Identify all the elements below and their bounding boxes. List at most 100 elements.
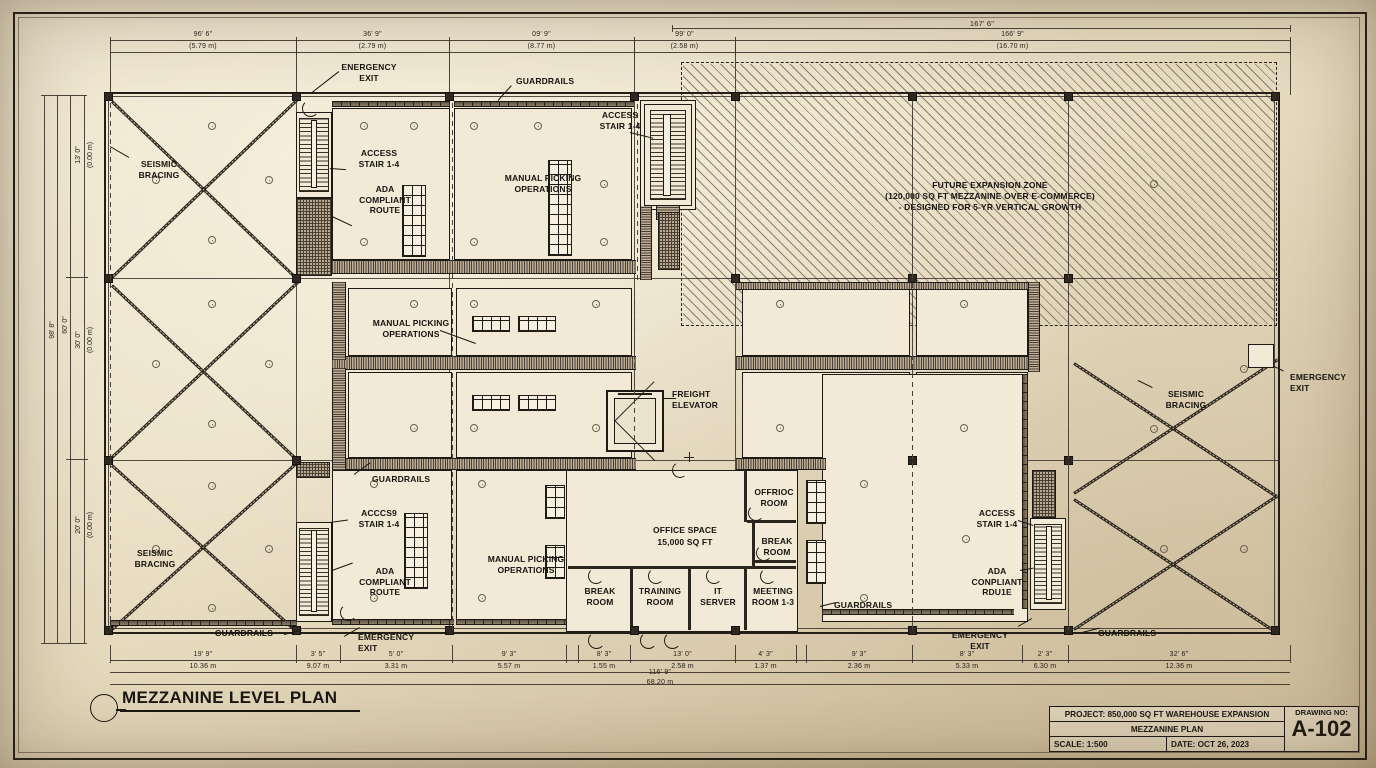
title-block-date-cell: DATE: OCT 26, 2023	[1167, 737, 1284, 751]
dim-bot-10-ft: 2' 3"	[1037, 651, 1053, 658]
dim-bot-11-m: 12.36 m	[1165, 663, 1193, 670]
dim-bot-3-ft: 5' 0"	[388, 651, 404, 658]
label-ada-bottom-left: ADA COMPLIANT ROUTE	[359, 566, 411, 597]
office-partition-v1	[630, 566, 633, 630]
dim-left-3-m: (0.00 m)	[87, 511, 94, 539]
guardrail-bottom-farleft	[110, 620, 296, 626]
label-seismic-bottom-left: SEISMIC BRACING	[134, 548, 176, 569]
office-partition-h	[568, 566, 796, 569]
dim-bot-8-m: 2.36 m	[847, 663, 871, 670]
picking-room-low-left	[348, 372, 452, 458]
door-meeting	[760, 568, 776, 584]
dim-bot-11-ft: 32' 6"	[1169, 651, 1189, 658]
beam-mid-2	[736, 356, 1030, 370]
future-expansion-hatch	[683, 64, 1275, 324]
dim-left-1-ft: 13' 0"	[75, 146, 82, 164]
freight-elevator-car	[614, 398, 656, 444]
dim-top-2-ft: 36' 9"	[363, 31, 382, 38]
dim-bot-5-ft: 8' 3"	[596, 651, 612, 658]
office-partition-v2	[688, 566, 691, 630]
label-guardrails-bottom-right: GUARDRAILS	[1098, 628, 1157, 638]
dim-top-5-ft: 166' 9"	[1001, 31, 1024, 38]
door-break-1	[588, 568, 604, 584]
label-manual-picking-bottom: MANUAL PICKING OPERATIONS	[487, 554, 565, 575]
freight-elevator-label: FREIGHT ELEVATOR	[672, 389, 719, 410]
centerline-v4	[912, 100, 913, 630]
dim-bot-1-ft: 19' 9"	[193, 651, 213, 658]
beam-upper-left	[296, 260, 636, 274]
dim-bot-2-ft: 3' 5"	[310, 651, 326, 658]
room-it-server: IT SERVER	[700, 586, 736, 607]
guardrail-bottom-mid	[456, 619, 566, 625]
ada-route-bottom-left	[296, 462, 330, 478]
picking-room-mid-right	[742, 288, 910, 356]
dim-top-4-m: (2.58 m)	[670, 43, 699, 50]
title-block-drawing-no: A-102	[1291, 716, 1352, 741]
centerline-v2	[637, 100, 638, 280]
beam-mid-1	[332, 356, 636, 370]
door-ext-2	[640, 632, 657, 649]
label-guardrails-mid: GUARDRAILS	[372, 474, 431, 484]
room-office-room: OFFRIOC ROOM	[754, 487, 794, 508]
door-stair-tl	[302, 100, 319, 117]
stair-bl-stringer	[311, 530, 317, 612]
dim-bot-5-m: 1.55 m	[592, 663, 616, 670]
rack-mid-3	[472, 395, 510, 411]
dim-bot-2-m: 9.07 m	[306, 663, 330, 670]
label-emergency-exit-bottom-left: EMERGENCY EXIT	[358, 632, 415, 653]
stair-tl-stringer	[311, 120, 317, 188]
label-ada-bottom-right: ADA CONPLIANT RDU1E	[971, 566, 1023, 597]
label-guardrails-top: GUARDRAILS	[516, 76, 575, 86]
plan-title-bubble	[90, 694, 118, 722]
beam-top-right-strip	[736, 282, 1030, 290]
office-partition-h3	[755, 560, 796, 563]
dim-left-1-m: (0.00 m)	[87, 141, 94, 169]
plan-title-underline	[120, 710, 360, 712]
dim-left-2-m: (0.00 m)	[87, 326, 94, 354]
office-partition-v5	[752, 523, 755, 566]
title-block-sheetname-row: MEZZANINE PLAN	[1050, 722, 1284, 737]
picking-room-bottom-left	[332, 470, 452, 622]
dim-bot-overall-ft: 116' 9"	[648, 669, 672, 676]
title-block: PROJECT: 850,000 SQ FT WAREHOUSE EXPANSI…	[1049, 706, 1359, 752]
dim-top-3-ft: 09' 9"	[532, 31, 551, 38]
label-manual-picking-mid: MANUAL PICKING OPERATIONS	[372, 318, 450, 339]
label-guardrails-bottom-center: GUARDRAILS	[834, 600, 893, 610]
rack-bm-1	[545, 485, 565, 519]
rack-bm-2	[545, 545, 565, 579]
dim-top-5-m: (16.70 m)	[996, 43, 1029, 50]
seismic-bay-top-left	[110, 96, 301, 283]
office-space-label: OFFICE SPACE	[653, 525, 717, 535]
rack-tm-1	[548, 160, 572, 256]
stair-br-stringer	[1046, 526, 1052, 600]
door-ext-1	[588, 632, 605, 649]
dim-bot-9-m: 5.33 m	[955, 663, 979, 670]
guardrail-top-left	[332, 101, 450, 107]
dim-bot-6-ft: 13' 0"	[673, 651, 692, 658]
office-partition-v4	[744, 470, 747, 522]
centerline-v5	[1068, 100, 1069, 630]
centerline-v1	[452, 100, 453, 630]
rack-tl-1	[402, 185, 426, 257]
title-block-right: DRAWING NO: A-102	[1285, 707, 1358, 751]
beam-mid-4	[736, 458, 826, 470]
dim-bot-3-m: 3.31 m	[384, 663, 408, 670]
dim-top-1-m: (5.79 m)	[189, 43, 217, 50]
title-block-date: DATE: OCT 26, 2023	[1171, 739, 1250, 749]
dim-bot-7-m: 1.37 m	[754, 663, 777, 670]
dim-left-3-ft: 20' 0"	[75, 516, 82, 534]
room-meeting-rooms: MEETING ROOM 1-3	[751, 586, 795, 607]
rack-bl-1	[404, 513, 428, 589]
title-block-drawing-no-label: DRAWING NO:	[1295, 708, 1348, 717]
office-partition-v3	[744, 566, 747, 630]
rack-mid-1	[472, 316, 510, 332]
office-space-area: 15,000 SQ FT	[657, 537, 713, 547]
room-training-room: TRAINING ROOM	[638, 586, 682, 607]
title-block-project-row: PROJECT: 850,000 SQ FT WAREHOUSE EXPANSI…	[1050, 707, 1284, 722]
seismic-bay-mid-left	[110, 280, 301, 463]
seismic-bay-bottom-right	[1072, 494, 1279, 635]
stair-tc-stringer	[663, 114, 671, 196]
ada-route-bottom-right	[1032, 470, 1056, 518]
label-emergency-exit-right: EMERGENCY EXIT	[1290, 372, 1347, 393]
label-ada-top-left: ADA COMPLIANT ROUTE	[359, 184, 411, 215]
